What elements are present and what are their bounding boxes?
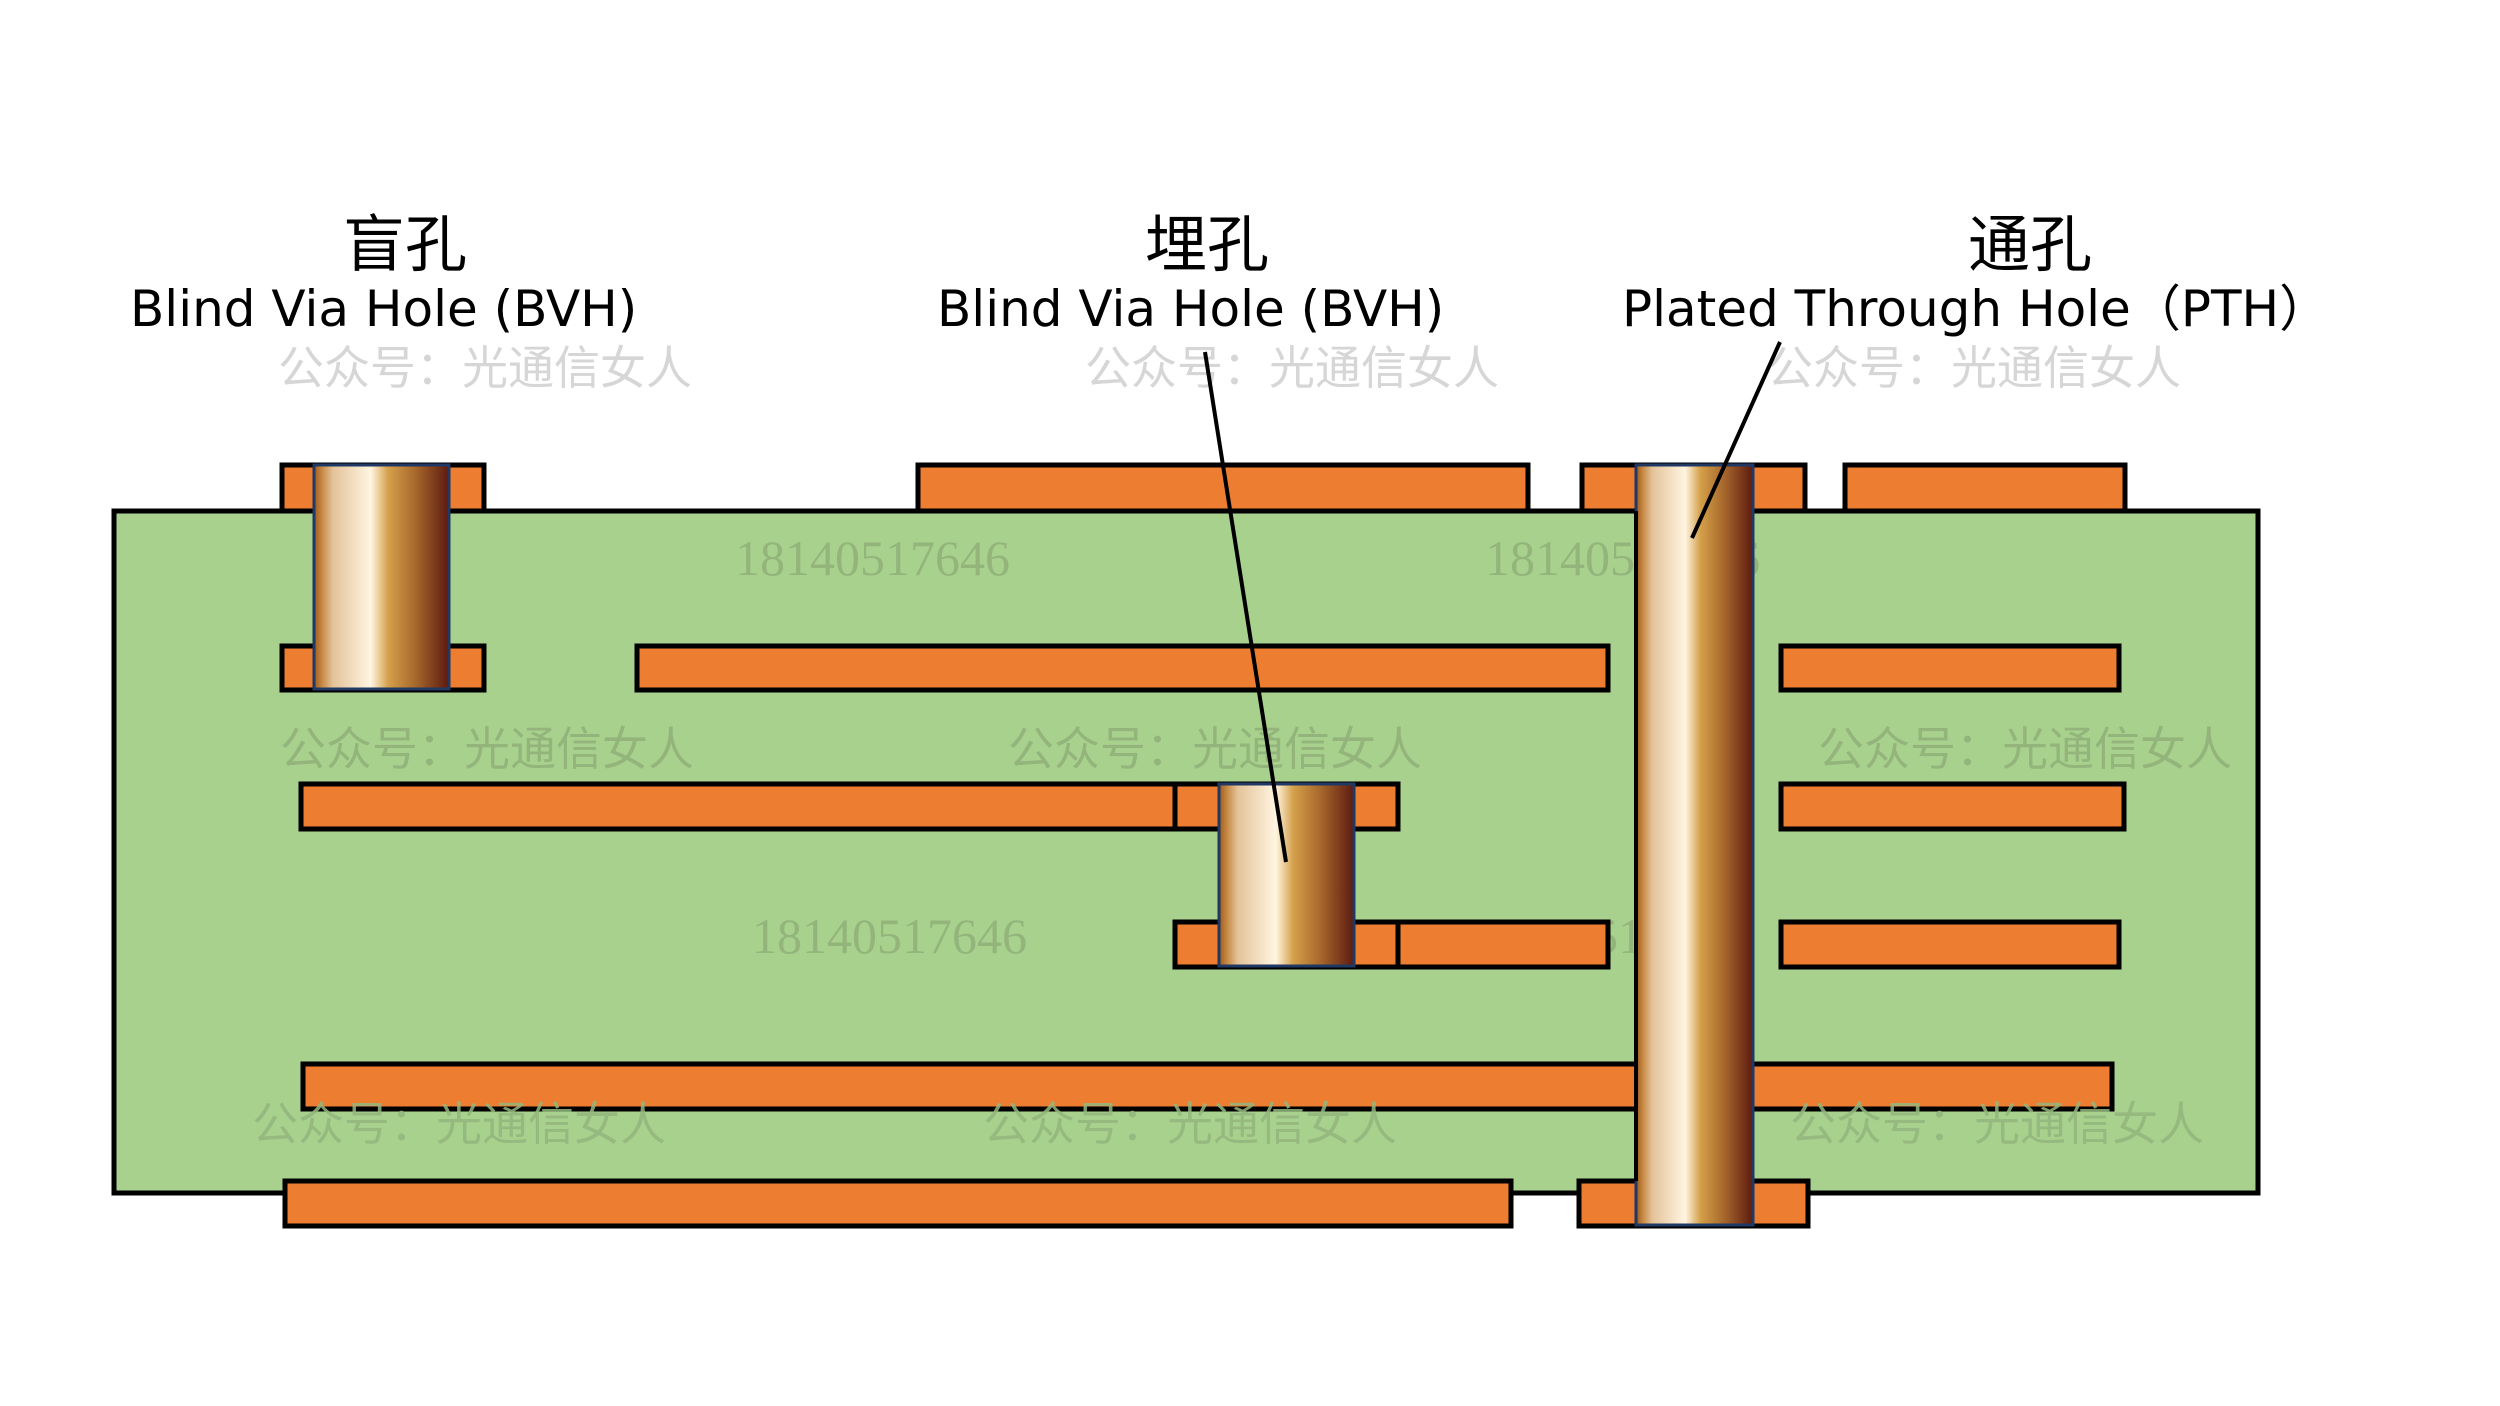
top-trace-right [1842,462,2128,514]
bottom-trace-left [282,1178,1514,1229]
watermark-phone: 18140517646 [752,908,1027,964]
inner-trace-l3-left [298,781,1178,832]
buried-via-title-en: Blind Via Hole (BVH) [937,280,1444,338]
watermark-account: 公众号：光通信女人 [1767,341,2181,395]
watermark-account: 公众号：光通信女人 [252,1097,666,1151]
label-through-hole: 通孔 Plated Through Hole（PTH） [1622,208,2329,338]
inner-trace-l4-center [1395,919,1611,970]
watermark-account: 公众号：光通信女人 [1790,1097,2204,1151]
copper-layers [279,462,2128,1229]
blind-via-barrel [312,463,451,691]
watermark-account: 公众号：光通信女人 [1085,341,1499,395]
blind-via-title-en: Blind Via Hole (BVH) [130,280,637,338]
watermarks-board-lower: 公众号：光通信女人 公众号：光通信女人 公众号：光通信女人 [252,1097,2204,1151]
watermark-account: 公众号：光通信女人 [1008,722,1422,776]
inner-trace-l4-right [1778,919,2122,970]
watermark-account: 公众号：光通信女人 [983,1097,1397,1151]
inner-trace-l2-center [634,643,1611,693]
watermark-account: 公众号：光通信女人 [280,722,694,776]
through-hole-barrel [1634,463,1755,1227]
blind-via-title-cn: 盲孔 [343,208,467,281]
through-hole-leader-line [1690,341,1782,539]
watermark-account: 公众号：光通信女人 [278,341,692,395]
buried-via-leader-line [1203,351,1288,863]
inner-trace-l3-right [1778,781,2127,832]
watermark-phone: 18140517646 [735,530,1010,586]
buried-via-title-cn: 埋孔 [1145,208,1269,281]
watermark-account: 公众号：光通信女人 [1818,722,2232,776]
label-buried-via: 埋孔 Blind Via Hole (BVH) [937,208,1444,338]
watermarks-top: 公众号：光通信女人 公众号：光通信女人 公众号：光通信女人 [278,341,2181,395]
buried-via-barrel [1217,782,1356,968]
inner-trace-l2-right [1778,643,2122,693]
through-hole-title-en: Plated Through Hole（PTH） [1622,280,2329,338]
inner-trace-l5 [300,1061,2115,1112]
label-blind-via: 盲孔 Blind Via Hole (BVH) [130,208,637,338]
through-hole-title-cn: 通孔 [1968,208,2092,281]
